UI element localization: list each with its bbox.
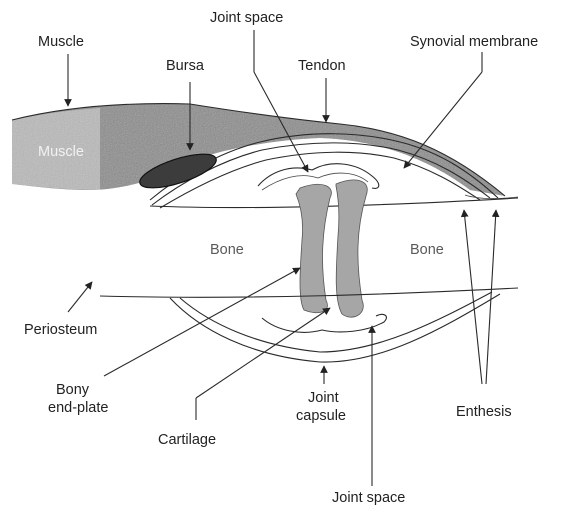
label-muscle-inner: Muscle bbox=[38, 144, 84, 160]
label-synovial-membrane: Synovial membrane bbox=[410, 34, 538, 50]
joint-space-lower bbox=[262, 314, 386, 332]
label-muscle: Muscle bbox=[38, 34, 84, 50]
label-tendon: Tendon bbox=[298, 58, 346, 74]
label-bony-endplate-2: end-plate bbox=[48, 400, 108, 416]
cartilage-right bbox=[336, 180, 367, 317]
label-joint-capsule-1: Joint bbox=[308, 390, 339, 406]
label-bursa: Bursa bbox=[166, 58, 205, 74]
leader-lines bbox=[68, 30, 496, 486]
label-bone-right: Bone bbox=[410, 242, 444, 258]
label-joint-space-top: Joint space bbox=[210, 10, 283, 26]
joint-capsule-inner bbox=[180, 292, 492, 352]
label-joint-space-bottom: Joint space bbox=[332, 490, 405, 506]
cartilage-left bbox=[296, 184, 331, 312]
label-periosteum: Periosteum bbox=[24, 322, 97, 338]
label-bone-left: Bone bbox=[210, 242, 244, 258]
label-joint-capsule-2: capsule bbox=[296, 408, 346, 424]
label-bony-endplate-1: Bony bbox=[56, 382, 90, 398]
label-cartilage: Cartilage bbox=[158, 432, 216, 448]
upper-bone-outline bbox=[150, 198, 518, 208]
label-enthesis: Enthesis bbox=[456, 404, 512, 420]
